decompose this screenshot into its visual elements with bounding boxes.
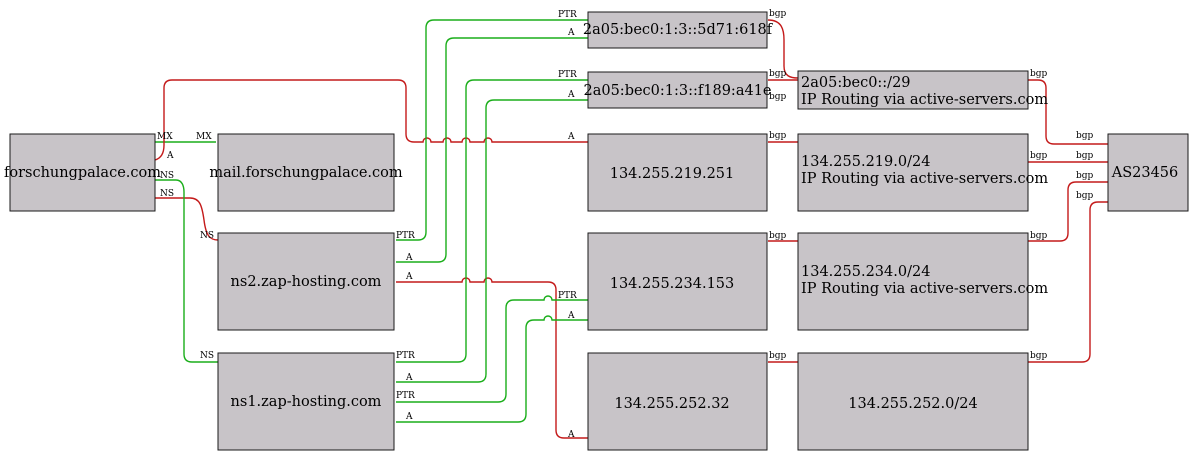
- node-mail[interactable]: mail.forschungpalace.com: [209, 133, 403, 212]
- node-net-v6[interactable]: 2a05:bec0::/29 IP Routing via active-ser…: [797, 70, 1048, 110]
- edge-label-ptr-ns1-ip234: PTR: [396, 391, 415, 401]
- edge-label-a-source: A: [166, 151, 174, 161]
- edge-label-ns-ns2-target: NS: [200, 231, 214, 241]
- edge-label-ns-ns1-source: NS: [160, 171, 174, 181]
- node-label-line2: IP Routing via active-servers.com: [801, 281, 1048, 297]
- node-net-252[interactable]: 134.255.252.0/24: [797, 352, 1029, 451]
- edge-a-ns1-ip234: [396, 315, 588, 423]
- edge-bgp-netv6-as: [1028, 79, 1108, 145]
- edge-label-ptr-ns1-v6: PTR: [396, 351, 415, 361]
- edge-labels: MX MX A A NS NS NS NS PTR A A PTR A PTR …: [157, 9, 1094, 440]
- node-label: 2a05:bec0:1:3::5d71:618f: [583, 22, 774, 38]
- edges: [154, 19, 1108, 439]
- edge-bgp-net234-as: [1028, 181, 1108, 242]
- edge-label-mx-target: MX: [196, 132, 212, 142]
- edge-label-a-ns2-ip234: A: [405, 272, 413, 282]
- edge-label-ns-ns1-target: NS: [200, 351, 214, 361]
- edge-label-mx-source: MX: [157, 132, 173, 142]
- node-label-line1: 134.255.219.0/24: [801, 154, 930, 170]
- edge-a-ns1-ipv6b: [396, 99, 588, 383]
- node-label: 134.255.252.32: [614, 396, 729, 412]
- edge-bgp-net252-as: [1028, 201, 1108, 363]
- node-label-line2: IP Routing via active-servers.com: [801, 171, 1048, 187]
- node-ipv6-618f[interactable]: 2a05:bec0:1:3::5d71:618f: [583, 11, 774, 49]
- node-ns2[interactable]: ns2.zap-hosting.com: [217, 232, 395, 331]
- node-ipv6-a41e[interactable]: 2a05:bec0:1:3::f189:a41e: [583, 71, 772, 109]
- edge-label-a-ipv6b: A: [567, 90, 575, 100]
- edge-a-ns2-ip234: [396, 277, 588, 439]
- edge-label-bgp-ipv6b: bgp: [769, 69, 787, 79]
- edge-label-bgp-ipv6a: bgp: [769, 9, 787, 19]
- node-net-234[interactable]: 134.255.234.0/24 IP Routing via active-s…: [797, 232, 1048, 331]
- edge-a-ns2-ipv6a: [396, 37, 588, 263]
- node-label: ns1.zap-hosting.com: [231, 394, 382, 410]
- node-ns1[interactable]: ns1.zap-hosting.com: [217, 352, 395, 451]
- node-net-219[interactable]: 134.255.219.0/24 IP Routing via active-s…: [797, 133, 1048, 212]
- node-label: mail.forschungpalace.com: [209, 165, 403, 181]
- node-label: ns2.zap-hosting.com: [231, 274, 382, 290]
- node-label-line1: 134.255.234.0/24: [801, 264, 930, 280]
- edge-label-a-ns2-v6: A: [405, 253, 413, 263]
- node-label: 134.255.219.251: [610, 166, 735, 182]
- edge-label-a-ipv6a: A: [567, 28, 575, 38]
- edge-label-bgp-net219: bgp: [1030, 151, 1048, 161]
- edge-label-ptr-ip234: PTR: [558, 291, 577, 301]
- edge-label-bgp-ipv6b-2: bgp: [769, 92, 787, 102]
- edge-label-a-ip234: A: [567, 311, 575, 321]
- node-forschungpalace[interactable]: forschungpalace.com: [4, 133, 161, 212]
- node-label: 2a05:bec0:1:3::f189:a41e: [583, 83, 771, 99]
- edge-label-ptr-ns2: PTR: [396, 231, 415, 241]
- edge-ns-forschungpalace-ns2: [155, 197, 219, 241]
- edge-label-bgp-net252: bgp: [1030, 351, 1048, 361]
- edge-ptr-ns1-ipv6b: [396, 79, 588, 363]
- node-as23456[interactable]: AS23456: [1107, 133, 1189, 212]
- edge-label-bgp-as-3: bgp: [1076, 171, 1094, 181]
- edge-label-a-ns1-ip234: A: [405, 412, 413, 422]
- edge-label-bgp-net234: bgp: [1030, 231, 1048, 241]
- edge-label-bgp-ip219: bgp: [769, 131, 787, 141]
- edge-label-a-ns1-v6: A: [405, 373, 413, 383]
- node-label: 134.255.234.153: [610, 276, 735, 292]
- edge-ns-forschungpalace-ns1: [155, 179, 218, 363]
- node-label: AS23456: [1111, 165, 1179, 181]
- node-label-line2: IP Routing via active-servers.com: [801, 92, 1048, 108]
- edge-label-bgp-ip234: bgp: [769, 231, 787, 241]
- edge-ptr-ns2-ipv6a: [396, 19, 588, 241]
- edge-label-ptr-ipv6b: PTR: [558, 70, 577, 80]
- node-ip-252[interactable]: 134.255.252.32: [587, 352, 768, 451]
- node-ip-219[interactable]: 134.255.219.251: [587, 133, 768, 212]
- edge-a-forschungpalace-ip219: [154, 79, 588, 161]
- node-ip-234[interactable]: 134.255.234.153: [587, 232, 768, 331]
- edge-label-bgp-as-1: bgp: [1076, 131, 1094, 141]
- edge-label-bgp-netv6: bgp: [1030, 69, 1048, 79]
- edge-label-ptr-ipv6a: PTR: [558, 10, 577, 20]
- edge-label-ns-ns2-source: NS: [160, 189, 174, 199]
- edge-bgp-ipv6a-netv6: [767, 19, 799, 79]
- edge-label-a-ip252: A: [567, 430, 575, 440]
- edge-label-bgp-as-4: bgp: [1076, 191, 1094, 201]
- edge-ptr-ns1-ip234: [396, 295, 588, 403]
- edge-label-a-ip219: A: [567, 132, 575, 142]
- node-label-line1: 2a05:bec0::/29: [801, 75, 911, 91]
- edge-label-bgp-as-2: bgp: [1076, 151, 1094, 161]
- node-label: 134.255.252.0/24: [848, 396, 977, 412]
- edge-label-bgp-ip252: bgp: [769, 351, 787, 361]
- node-label: forschungpalace.com: [4, 165, 161, 181]
